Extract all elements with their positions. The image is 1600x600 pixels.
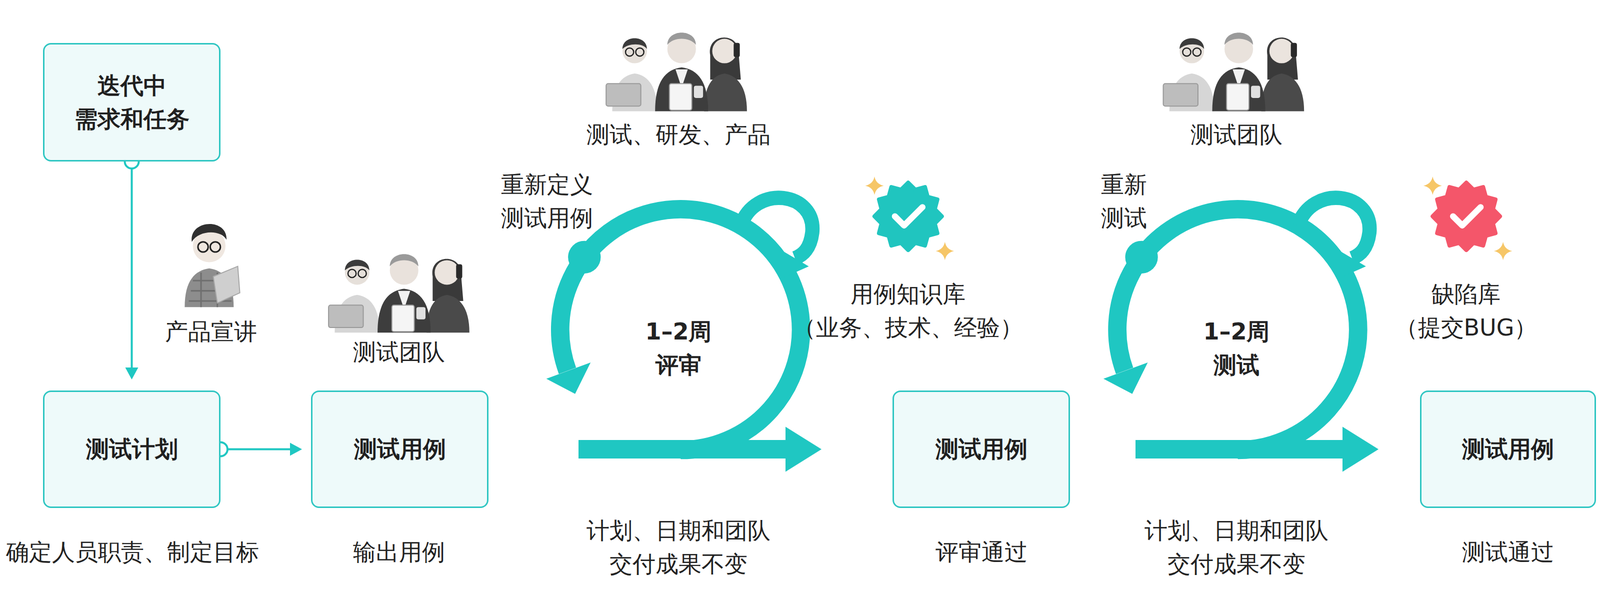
box-text-group: 测试用例 <box>1462 432 1554 466</box>
annotation-label: 评审通过 <box>935 535 1028 569</box>
annotation-label: 确定人员职责、制定目标 <box>6 535 259 569</box>
process-box: 测试计划 <box>43 390 221 508</box>
annotation-label: 输出用例 <box>353 535 445 569</box>
annotation-label: 用例知识库 （业务、技术、经验） <box>793 277 1023 344</box>
defect-badge <box>1453 207 1481 226</box>
sprint-loop <box>546 198 813 450</box>
annotation-label: 测试通过 <box>1462 535 1554 569</box>
process-box: 迭代中 需求和任务 <box>43 43 221 162</box>
box-label: 迭代中 需求和任务 <box>74 69 190 136</box>
connector-line <box>131 161 133 369</box>
flow-arrow <box>125 154 139 380</box>
presenter-figure <box>198 242 208 252</box>
annotation-label: 重新定义 测试用例 <box>501 168 593 235</box>
box-text-group: 测试用例 <box>354 432 446 466</box>
process-box: 测试用例 <box>311 390 489 508</box>
box-label: 测试用例 <box>935 432 1028 466</box>
team-figure <box>1163 32 1305 111</box>
sprint-arrow <box>578 427 822 472</box>
sprint-arrow <box>1135 427 1379 472</box>
arrow-head <box>290 443 302 456</box>
box-text-group: 测试用例 <box>935 432 1028 466</box>
sparkle <box>935 242 954 261</box>
annotation-label: 产品宣讲 <box>165 315 257 349</box>
presenter-figure <box>213 266 240 303</box>
presenter-figure <box>184 224 240 307</box>
connector-line <box>578 440 789 459</box>
connector-line <box>220 448 291 451</box>
process-box: 测试用例 <box>1420 390 1596 508</box>
annotation-label: 重新 测试 <box>1101 168 1147 235</box>
annotation-label: 测试、研发、产品 <box>586 118 771 152</box>
box-text-group: 迭代中 需求和任务 <box>74 69 190 136</box>
annotation-label: 计划、日期和团队 交付成果不变 <box>1144 514 1329 581</box>
team-figure <box>606 32 747 111</box>
sparkle <box>865 176 884 195</box>
annotation-label: 测试团队 <box>1190 118 1283 152</box>
sprint-loop <box>1103 198 1370 450</box>
connector-line <box>1135 440 1346 459</box>
box-text-group: 测试计划 <box>86 432 178 466</box>
arrow-head <box>125 367 139 380</box>
presenter-figure <box>191 224 227 242</box>
annotation-label: 1–2周 评审 <box>645 315 712 382</box>
team-figure <box>328 254 470 333</box>
box-label: 测试用例 <box>354 432 446 466</box>
sparkle <box>1423 176 1442 195</box>
knowledge-badge <box>895 207 923 226</box>
arrow-head <box>785 427 822 472</box>
sparkle <box>1494 242 1513 261</box>
annotation-label: 计划、日期和团队 交付成果不变 <box>586 514 771 581</box>
annotation-label: 1–2周 测试 <box>1203 315 1270 382</box>
defect-badge <box>1432 182 1500 250</box>
knowledge-badge <box>874 182 942 250</box>
annotation-label: 缺陷库 （提交BUG） <box>1395 277 1538 344</box>
arrow-head <box>1342 427 1379 472</box>
flow-arrow <box>213 442 302 457</box>
annotation-label: 测试团队 <box>353 335 445 369</box>
knowledge-badge <box>874 182 942 250</box>
defect-badge <box>1432 182 1500 250</box>
presenter-figure <box>210 242 220 252</box>
box-label: 测试用例 <box>1462 432 1554 466</box>
box-label: 测试计划 <box>86 432 178 466</box>
process-box: 测试用例 <box>892 390 1070 508</box>
